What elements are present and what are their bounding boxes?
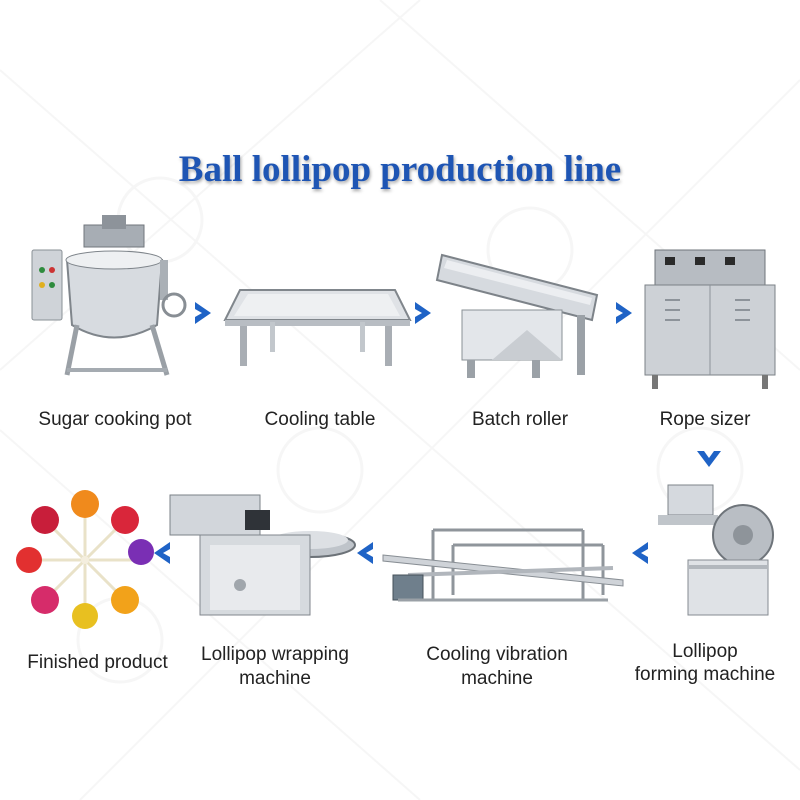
step-label-sugar-cooking-pot: Sugar cooking pot [38, 409, 192, 430]
arrow-left-icon [632, 542, 648, 564]
step-label-lollipop-forming-line1: Lollipop [672, 641, 738, 662]
sugar-cooking-pot-image [31, 215, 187, 376]
cooling-vibration-machine-image [382, 528, 624, 602]
arrow-left-icon [154, 542, 170, 564]
step-label-cooling-vibration-line2: machine [461, 668, 533, 689]
step-label-cooling-table: Cooling table [264, 409, 376, 430]
arrow-right-icon [616, 302, 632, 324]
diagram-title: Ball lollipop production line [178, 149, 622, 190]
step-label-cooling-vibration-line1: Cooling vibration [426, 644, 568, 665]
finished-lollipops-image [16, 490, 154, 629]
step-label-rope-sizer: Rope sizer [659, 409, 751, 430]
step-label-batch-roller: Batch roller [471, 409, 569, 430]
lollipop-wrapping-machine-image [169, 494, 356, 616]
arrow-left-icon [357, 542, 373, 564]
step-label-lollipop-forming-line2: forming machine [634, 664, 776, 685]
arrow-right-icon [415, 302, 431, 324]
step-label-lollipop-wrapping-line2: machine [239, 668, 311, 689]
step-label-finished-product: Finished product [27, 652, 168, 673]
step-label-lollipop-wrapping-line1: Lollipop wrapping [201, 644, 349, 665]
arrow-down-icon [697, 451, 721, 467]
rope-sizer-image [644, 249, 776, 389]
arrow-right-icon [195, 302, 211, 324]
batch-roller-image [435, 253, 599, 378]
cooling-table-image [223, 289, 412, 366]
lollipop-forming-machine-image [658, 484, 774, 616]
